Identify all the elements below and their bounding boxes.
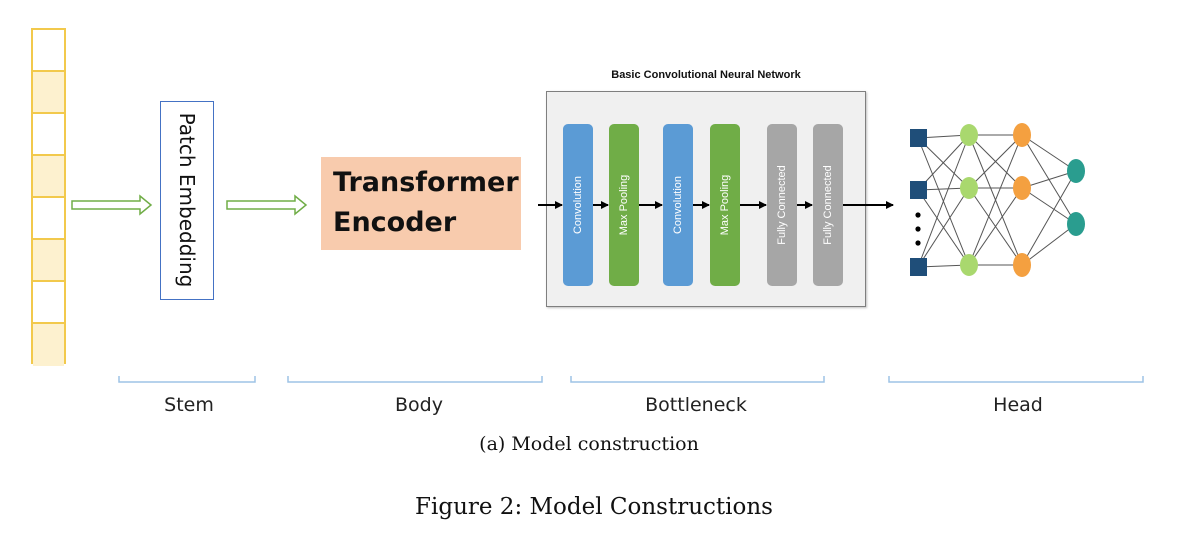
- section-label-head: Head: [993, 394, 1043, 416]
- head-ellipsis-dot: [915, 226, 921, 232]
- cnn-layer-max-pooling: Max Pooling: [609, 124, 639, 286]
- patch-cell: [33, 156, 64, 198]
- cnn-layer-max-pooling: Max Pooling: [710, 124, 740, 286]
- section-brace-stem: [118, 376, 256, 383]
- head-hidden2-node: [1013, 253, 1031, 277]
- green-arrow: [71, 194, 153, 216]
- transformer-encoder-box: [321, 157, 521, 250]
- section-label-stem: Stem: [164, 394, 214, 416]
- head-connections: [917, 134, 1077, 268]
- section-brace-bottleneck: [570, 376, 825, 383]
- head-input-node: [910, 258, 927, 276]
- head-output-node: [1067, 212, 1085, 236]
- patch-cell: [33, 72, 64, 114]
- section-label-body: Body: [395, 394, 443, 416]
- patch-cell: [33, 114, 64, 156]
- transformer-label-line2: Encoder: [333, 207, 457, 238]
- head-input-node: [910, 129, 927, 147]
- cnn-layer-convolution: Convolution: [663, 124, 693, 286]
- input-patch-column: [31, 28, 66, 366]
- transformer-label-line1: Transformer: [333, 167, 519, 198]
- figure-caption: Figure 2: Model Constructions: [415, 494, 773, 520]
- patch-cell: [33, 324, 64, 366]
- head-hidden2-node: [1013, 123, 1031, 147]
- head-ellipsis-dot: [915, 240, 921, 246]
- head-ellipsis-dot: [915, 212, 921, 218]
- patch-cell: [33, 282, 64, 324]
- patch-cell: [33, 198, 64, 240]
- head-output-node: [1067, 159, 1085, 183]
- patch-embedding-box: [160, 101, 214, 300]
- head-hidden1-node: [960, 254, 978, 276]
- cnn-container: [546, 91, 866, 307]
- head-hidden2-node: [1013, 176, 1031, 200]
- patch-cell: [33, 30, 64, 72]
- subfigure-caption: (a) Model construction: [479, 433, 699, 455]
- patch-cell: [33, 240, 64, 282]
- cnn-layer-fully-connected: Fully Connected: [767, 124, 797, 286]
- cnn-title: Basic Convolutional Neural Network: [611, 69, 801, 81]
- cnn-layer-convolution: Convolution: [563, 124, 593, 286]
- head-input-node: [910, 181, 927, 199]
- section-brace-body: [287, 376, 543, 383]
- section-label-bottleneck: Bottleneck: [645, 394, 747, 416]
- cnn-layer-fully-connected: Fully Connected: [813, 124, 843, 286]
- green-arrow: [226, 194, 308, 216]
- head-hidden1-node: [960, 124, 978, 146]
- section-brace-head: [888, 376, 1144, 383]
- head-hidden1-node: [960, 177, 978, 199]
